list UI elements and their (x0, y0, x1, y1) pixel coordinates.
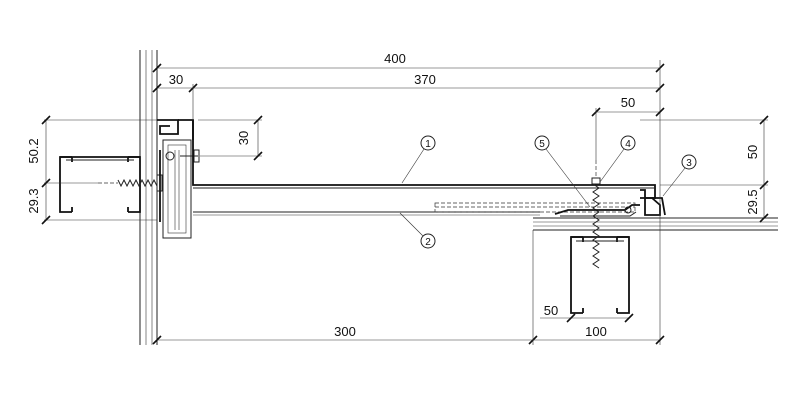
edge-trim (640, 189, 666, 216)
callout-2-label: 2 (425, 237, 431, 248)
callout-2: 2 (399, 212, 436, 249)
dim-right-height-upper: 50 (745, 145, 760, 159)
right-c-channel (570, 236, 630, 314)
dim-left-height-upper: 50.2 (26, 138, 41, 163)
callout-5-label: 5 (539, 139, 545, 150)
callout-1-label: 1 (425, 139, 431, 150)
dim-panel-span: 370 (414, 72, 436, 87)
dimension-lines (41, 60, 769, 345)
callout-3: 3 (662, 154, 697, 197)
dim-right-height-lower: 29.5 (745, 189, 760, 214)
ceiling-panel (192, 120, 656, 199)
anchor-screw (98, 174, 163, 192)
left-c-channel (59, 156, 141, 213)
callout-1: 1 (401, 135, 436, 184)
dim-bottom-right: 100 (585, 324, 607, 339)
retaining-clip (554, 204, 640, 217)
backing-strip (193, 211, 540, 216)
dim-overall-width: 400 (384, 51, 406, 66)
dim-bracket-offset: 30 (236, 131, 251, 145)
callout-3-label: 3 (686, 158, 692, 169)
dim-left-height-lower: 29.3 (26, 188, 41, 213)
wall (139, 50, 158, 345)
right-slab (533, 217, 778, 231)
fixing-screw (591, 160, 601, 269)
dim-bottom-span: 300 (334, 324, 356, 339)
dim-left-offset: 30 (169, 72, 183, 87)
dim-channel-width: 50 (544, 303, 558, 318)
callout-5: 5 (534, 135, 591, 208)
dim-overlap: 50 (621, 95, 635, 110)
hidden-joiner (434, 202, 636, 213)
callout-4: 4 (599, 135, 636, 183)
callout-4-label: 4 (625, 139, 631, 150)
